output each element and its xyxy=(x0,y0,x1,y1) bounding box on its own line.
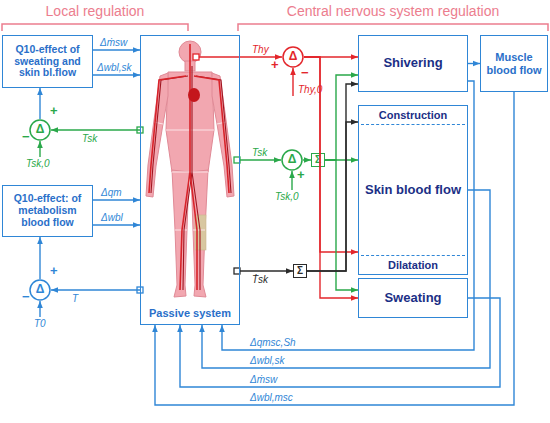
system-box: Passive system xyxy=(140,35,240,325)
human-figure xyxy=(146,41,234,297)
signal-name: T xyxy=(72,293,78,304)
node-label: Shivering xyxy=(383,56,442,71)
connector-arrow xyxy=(240,56,282,57)
circle-outline xyxy=(282,150,302,170)
sign-symbol: + xyxy=(297,168,305,182)
connector-arrow xyxy=(39,88,40,119)
node-label: Δ xyxy=(288,153,297,166)
sensor-marker xyxy=(193,54,199,60)
connector-arrow xyxy=(307,122,358,271)
connector-arrow xyxy=(304,57,358,252)
controller-box: Sweating xyxy=(358,278,468,318)
comparator-circle: Δ xyxy=(29,119,51,141)
connector-arrow xyxy=(325,75,358,160)
section-bracket xyxy=(238,24,548,31)
node-label: Δ xyxy=(36,283,45,296)
circle-outline xyxy=(283,47,303,67)
circle-outline xyxy=(30,280,50,300)
connector-arrow xyxy=(39,237,40,279)
mode-label: Construction xyxy=(361,106,465,125)
node-label: Sweating xyxy=(384,291,441,306)
connector-arrow xyxy=(202,190,490,368)
signal-name: T0 xyxy=(34,318,46,329)
signal-name: Δwbl,sk xyxy=(97,62,132,73)
node-label: Δ xyxy=(36,123,45,136)
controller-box: Shivering xyxy=(358,35,468,92)
connector-arrow xyxy=(51,129,140,130)
signal-name: Δṁsw xyxy=(100,37,127,48)
node-label: Δ xyxy=(289,50,298,63)
signal-name: Thy,0 xyxy=(298,84,322,95)
connector-arrow xyxy=(180,298,500,387)
signal-name: Tsk,0 xyxy=(275,191,299,202)
connector-arrow xyxy=(325,159,358,160)
sign-symbol: − xyxy=(301,66,309,80)
connector-arrow xyxy=(325,160,358,290)
connector-arrow xyxy=(93,74,140,75)
controller-box: ConstructionSkin blood flowDilatation xyxy=(358,105,468,275)
node-label: Σ xyxy=(315,154,321,165)
connector-arrow xyxy=(468,63,480,64)
section-heading: Local regulation xyxy=(2,4,188,19)
node-label: Muscle blood flow xyxy=(483,51,545,76)
signal-name: Thy xyxy=(252,44,269,55)
signal-name: Δwbl,sk xyxy=(250,355,285,366)
signal-name: Tsk,0 xyxy=(26,158,50,169)
sign-symbol: + xyxy=(271,58,279,72)
heart xyxy=(188,88,200,102)
comparator-circle: Δ xyxy=(29,279,51,301)
summation-box: Σ xyxy=(293,264,307,278)
signal-name: Ṫsk xyxy=(252,274,268,285)
connector-arrow xyxy=(155,92,514,405)
effector-box: Muscle blood flow xyxy=(480,35,548,92)
section-bracket xyxy=(2,24,188,31)
signal-name: Δwbl xyxy=(101,212,123,223)
signal-name: Δṁsw xyxy=(250,374,277,385)
artery xyxy=(149,44,229,290)
connector-arrow xyxy=(307,84,358,271)
comparator-circle: Δ xyxy=(282,46,304,68)
summation-box: Σ xyxy=(311,153,325,167)
connector-arrow xyxy=(93,49,140,50)
signal-name: Tsk xyxy=(82,133,97,144)
sign-symbol: + xyxy=(50,104,58,118)
connector-arrow xyxy=(303,159,311,160)
mode-label: Dilatation xyxy=(361,255,465,274)
setpoint-arrow xyxy=(292,68,293,96)
connector-arrow xyxy=(93,199,140,200)
sign-symbol: − xyxy=(22,130,30,144)
connector-arrow xyxy=(93,224,140,225)
node-label: Σ xyxy=(297,265,303,276)
signal-name: Δwbl,msc xyxy=(250,392,293,403)
connector-arrow xyxy=(240,270,293,271)
node-label: Q10-effect: of metabolism blood flow xyxy=(5,193,90,228)
process-box: Q10-effect: of metabolism blood flow xyxy=(2,185,93,237)
connector-arrow xyxy=(304,57,358,298)
signal-name: Tsk xyxy=(252,147,267,158)
setpoint-arrow xyxy=(39,301,40,317)
figure-arm xyxy=(212,73,234,197)
signal-name: Δqm xyxy=(101,187,122,198)
sign-symbol: − xyxy=(22,290,30,304)
connector-arrow xyxy=(51,289,140,290)
circle-outline xyxy=(30,120,50,140)
node-label: Skin blood flow xyxy=(361,180,465,201)
connector-arrow xyxy=(240,159,281,160)
signal-name: Δqmsc,Sh xyxy=(250,337,296,348)
connector-arrow xyxy=(304,56,358,57)
setpoint-arrow xyxy=(39,141,40,157)
node-label: Q10-effect of sweating and skin bl.flow xyxy=(5,44,90,79)
node-label: Passive system xyxy=(149,307,231,319)
connector-arrow xyxy=(222,81,474,350)
signal-wire xyxy=(199,56,240,57)
section-heading: Central nervous system regulation xyxy=(238,4,548,19)
setpoint-arrow xyxy=(291,171,292,190)
process-box: Q10-effect of sweating and skin bl.flow xyxy=(2,35,93,88)
comparator-circle: Δ xyxy=(281,149,303,171)
sign-symbol: + xyxy=(50,264,58,278)
